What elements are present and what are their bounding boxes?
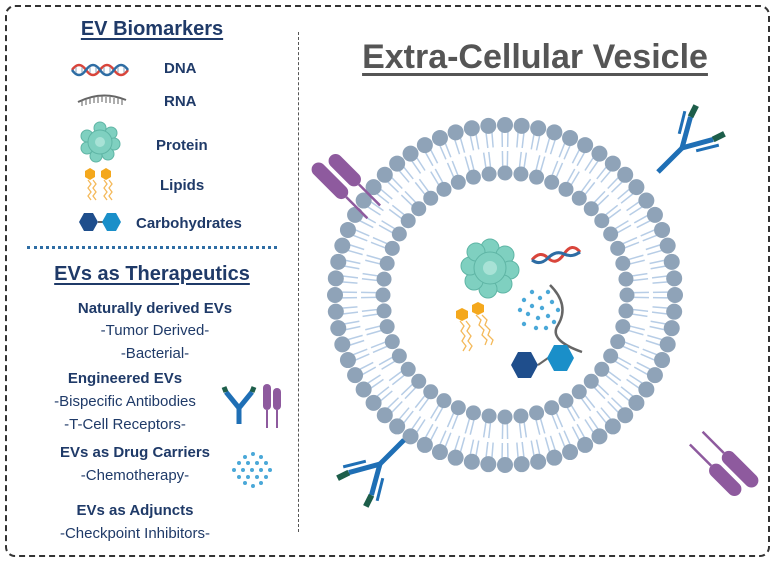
lipid-molecule-icon <box>85 168 113 201</box>
antibody-icon <box>221 386 257 424</box>
biomarker-label-lipids: Lipids <box>160 177 205 194</box>
item-bispecific-antibodies: -Bispecific Antibodies <box>54 393 196 410</box>
cargo-lipids <box>456 302 494 352</box>
item-bacterial: -Bacterial- <box>120 345 190 362</box>
protein-blob-icon <box>80 121 121 163</box>
group-drug-carriers-title: EVs as Drug Carriers <box>59 444 211 461</box>
cargo-drug-particles <box>517 289 561 331</box>
cargo-rna <box>549 284 583 354</box>
item-chemotherapy: -Chemotherapy- <box>80 467 190 484</box>
panel-divider <box>298 32 299 532</box>
item-tumor-derived: -Tumor Derived- <box>100 322 210 339</box>
rna-strand-icon <box>77 94 127 106</box>
lipid-bilayer <box>327 117 683 473</box>
biomarkers-heading: EV Biomarkers <box>80 18 224 40</box>
cargo-protein <box>460 238 520 299</box>
biomarker-label-carbohydrates: Carbohydrates <box>136 215 242 232</box>
carbohydrate-hexagon-icon <box>79 213 121 231</box>
figure-frame <box>5 5 770 557</box>
biomarker-label-protein: Protein <box>156 137 208 154</box>
figure-title: Extra-Cellular Vesicle <box>362 38 708 76</box>
dna-helix-icon <box>70 63 130 77</box>
surface-t-cell-receptor <box>688 430 759 497</box>
item-checkpoint-inhibitors: -Checkpoint Inhibitors- <box>59 525 211 542</box>
section-separator <box>27 246 277 249</box>
group-engineered-title: Engineered EVs <box>67 370 183 387</box>
surface-t-cell-receptor <box>311 153 382 220</box>
item-t-cell-receptors: -T-Cell Receptors- <box>64 416 186 433</box>
therapeutics-heading: EVs as Therapeutics <box>54 263 250 285</box>
biomarker-label-dna: DNA <box>164 60 197 77</box>
vesicle-diagram <box>311 104 759 508</box>
drug-nanoparticle-icon <box>232 452 272 488</box>
surface-antibody <box>656 104 726 174</box>
cargo-carbohydrate <box>511 345 574 378</box>
cargo-dna <box>530 246 582 265</box>
t-cell-receptor-icon <box>263 384 281 428</box>
group-adjuncts-title: EVs as Adjuncts <box>76 502 194 519</box>
group-naturally-derived-title: Naturally derived EVs <box>77 300 233 317</box>
biomarker-label-rna: RNA <box>164 93 197 110</box>
surface-antibody <box>336 438 406 508</box>
